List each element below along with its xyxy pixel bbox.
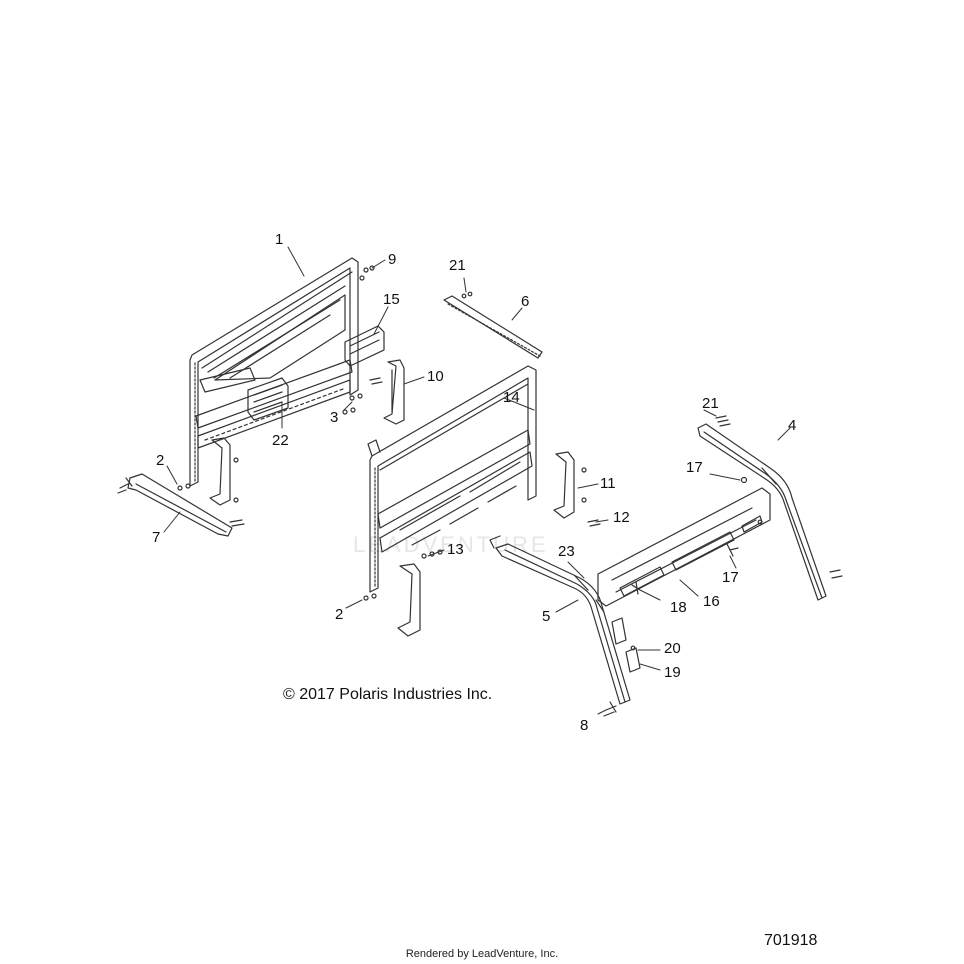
callout-17-lower: 17 (722, 569, 739, 586)
callout-13: 13 (447, 541, 464, 558)
callout-6: 6 (521, 293, 530, 310)
part-7-lower-tube (117, 473, 233, 537)
part-17-fasteners (726, 476, 748, 557)
callout-2-upper: 2 (156, 452, 165, 469)
callout-12: 12 (613, 509, 630, 526)
callout-8: 8 (580, 717, 589, 734)
part-15-lamp-housing (344, 325, 385, 367)
part-3-fasteners (342, 377, 383, 415)
part-11-mount-bracket (553, 451, 587, 519)
part-12-fastener (587, 519, 601, 527)
callout-22: 22 (272, 432, 289, 449)
part-22-lamp-housing (247, 377, 289, 421)
callout-14: 14 (503, 389, 520, 406)
part-6-roof-strip (443, 291, 543, 359)
callout-5: 5 (542, 608, 551, 625)
watermark-text: LEADVENTURE (353, 532, 549, 557)
left-lower-bracket (209, 437, 245, 527)
part-10-mount-bracket (383, 359, 405, 425)
part-21-fasteners (715, 415, 843, 579)
callout-15: 15 (383, 291, 400, 308)
callout-18: 18 (670, 599, 687, 616)
copyright-notice: © 2017 Polaris Industries Inc. (283, 686, 493, 703)
part-16-roof-panel (597, 487, 771, 607)
callout-1: 1 (275, 231, 284, 248)
callout-21-right: 21 (702, 395, 719, 412)
part-14-rear-panel (367, 365, 537, 593)
part-19-20-clamps (611, 617, 641, 673)
callout-16: 16 (703, 593, 720, 610)
callout-7: 7 (152, 529, 161, 546)
callout-10: 10 (427, 368, 444, 385)
callout-17-upper: 17 (686, 459, 703, 476)
rendered-by-credit: Rendered by LeadVenture, Inc. (405, 948, 559, 960)
callout-23: 23 (558, 543, 575, 560)
callout-2-lower: 2 (335, 606, 344, 623)
diagram-number: 701918 (764, 932, 818, 949)
callout-4: 4 (788, 417, 797, 434)
callout-21-top: 21 (449, 257, 466, 274)
callout-9: 9 (388, 251, 397, 268)
part-4-side-roll-bar (697, 423, 827, 601)
callout-3: 3 (330, 409, 339, 426)
part-1-front-frame-panel (189, 257, 359, 487)
part-2-fasteners-upper (177, 483, 191, 491)
lower-left-bracket (363, 563, 421, 637)
callout-19: 19 (664, 664, 681, 681)
part-9-fasteners (359, 265, 375, 281)
callout-20: 20 (664, 640, 681, 657)
callout-11: 11 (600, 475, 616, 492)
part-8-fasteners (603, 701, 617, 717)
leader-lines (163, 246, 791, 715)
part-18-fastener (631, 581, 641, 595)
part-5-rear-roll-bar (489, 535, 631, 705)
